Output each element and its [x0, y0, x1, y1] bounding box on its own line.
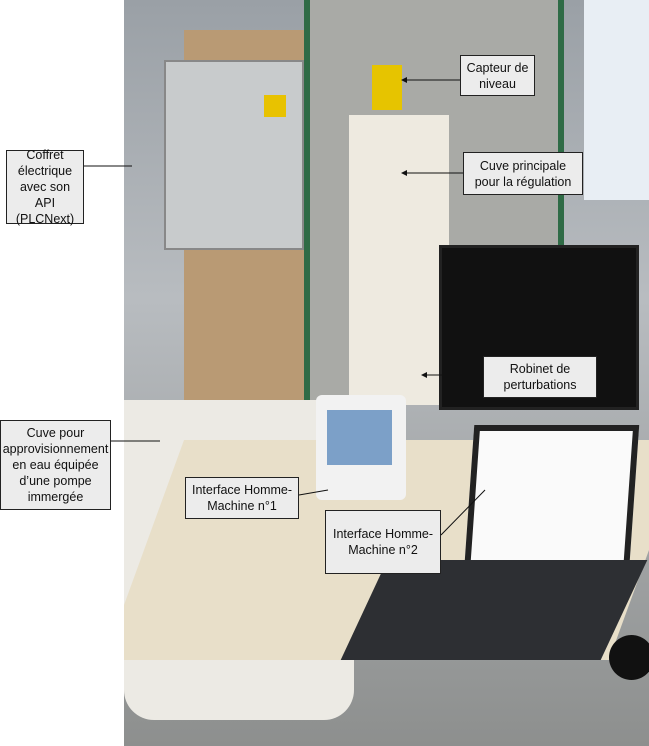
- level-sensor: [372, 65, 402, 110]
- main-tank: [349, 115, 449, 405]
- emergency-stop: [264, 95, 286, 117]
- label-level-sensor: Capteur de niveau: [460, 55, 535, 96]
- label-supply-tank: Cuve pour approvisionnement en eau équip…: [0, 420, 111, 510]
- mouse: [609, 635, 649, 680]
- poster: [584, 0, 649, 200]
- hmi-screen: [327, 410, 392, 465]
- label-main-tank: Cuve principale pour la régulation: [463, 152, 583, 195]
- label-disturbance-valve: Robinet de perturbations: [483, 356, 597, 398]
- label-hmi-2: Interface Homme-Machine n°2: [325, 510, 441, 574]
- label-electrical-box: Coffret électrique avec son API (PLCNext…: [6, 148, 84, 226]
- label-hmi-1: Interface Homme-Machine n°1: [185, 477, 299, 519]
- electrical-box: [164, 60, 304, 250]
